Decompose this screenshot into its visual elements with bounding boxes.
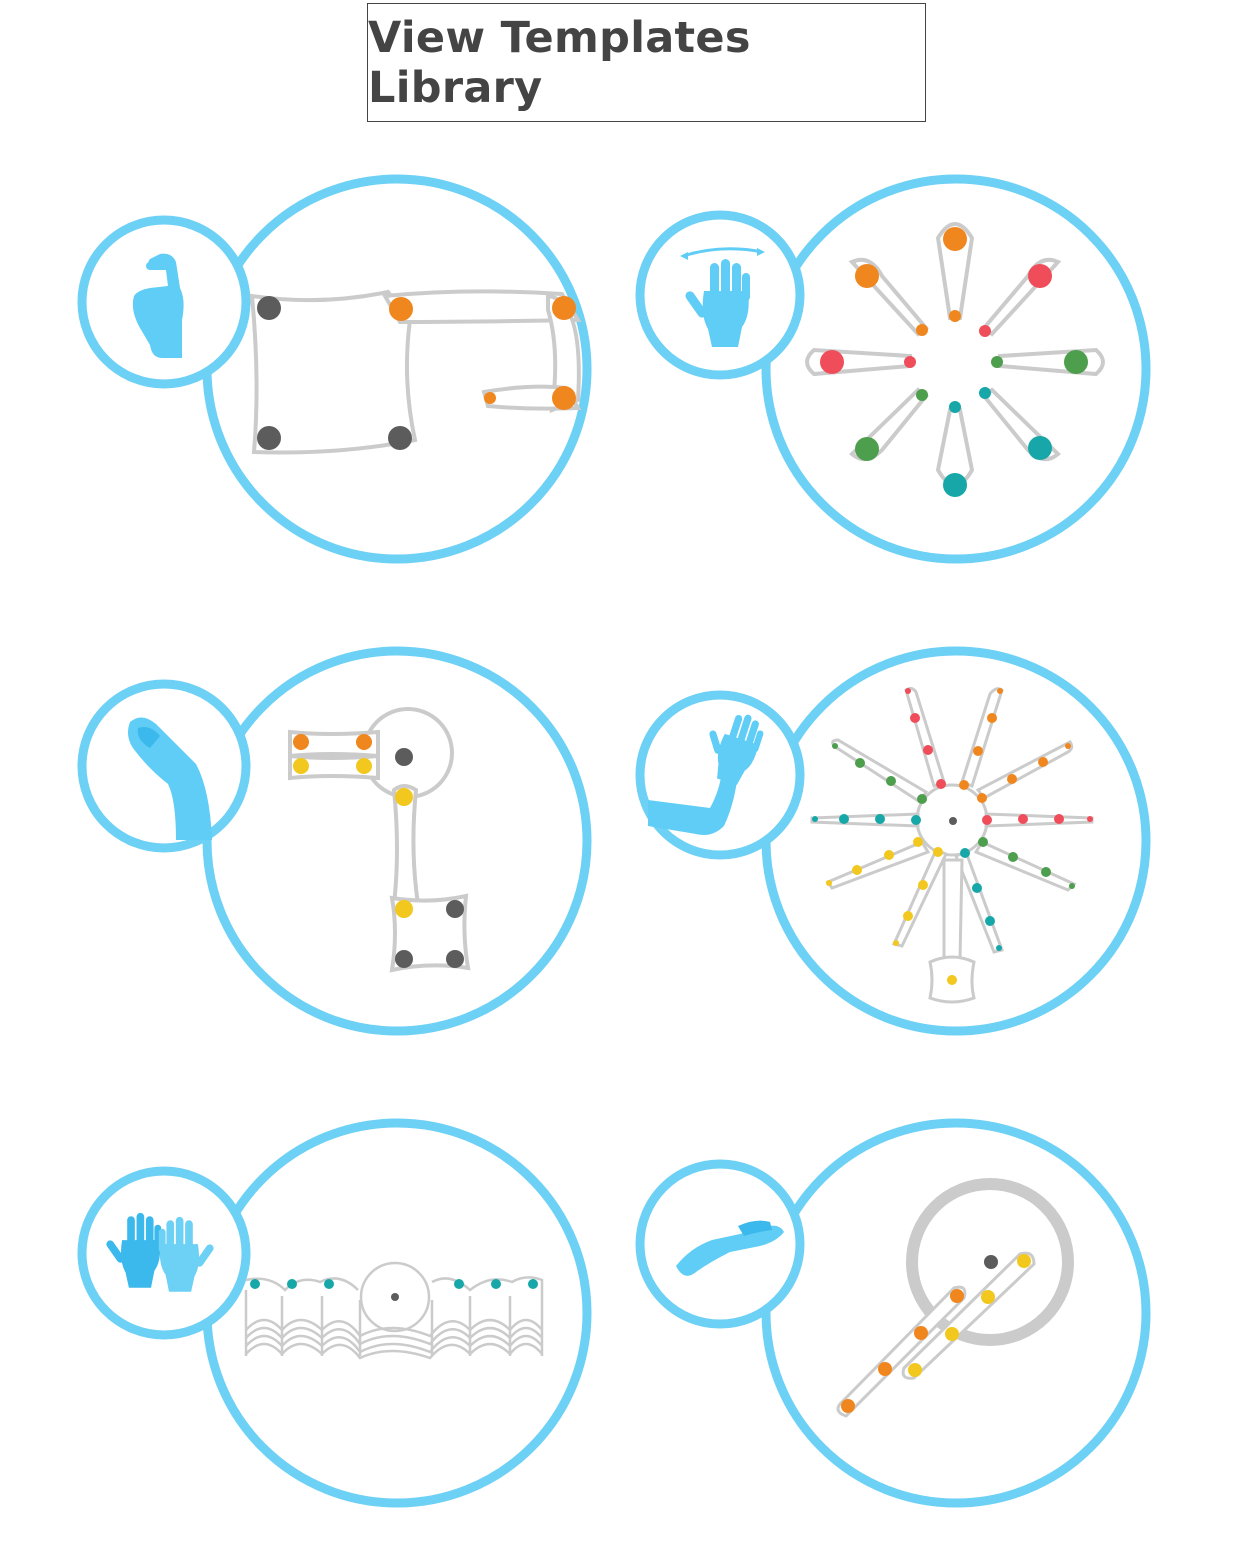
template-6-diagram: [836, 1178, 1074, 1418]
raised-arm-icon: [648, 704, 768, 835]
template-card-1[interactable]: [77, 174, 592, 564]
template-card-4[interactable]: [635, 646, 1151, 1036]
grab-hand-icon: [128, 717, 212, 840]
open-palm-icon: [676, 1220, 784, 1276]
template-card-3[interactable]: [77, 646, 592, 1036]
template-1-joints: [257, 296, 576, 450]
template-4-joints: [812, 688, 1093, 985]
wave-hand-icon: [680, 247, 765, 347]
template-5-joints: [250, 1279, 538, 1301]
template-5-diagram: [244, 1261, 544, 1360]
template-2-joints: [820, 227, 1088, 497]
pinch-hand-icon: [132, 253, 184, 358]
template-card-5[interactable]: [77, 1118, 592, 1508]
template-3-joints: [293, 734, 464, 968]
template-card-6[interactable]: [635, 1118, 1151, 1508]
view-templates-library-button[interactable]: View Templates Library: [367, 3, 926, 122]
template-6-joints: [841, 1254, 1031, 1413]
template-card-2[interactable]: [635, 174, 1151, 564]
